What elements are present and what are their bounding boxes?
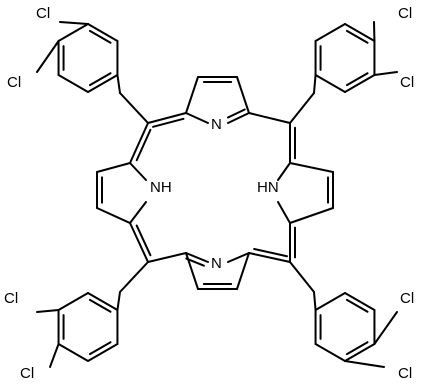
bond-chlorine-bottom-left bbox=[36, 309, 60, 313]
chlorine-bottom-right-meta: Cl bbox=[400, 290, 414, 307]
bond-right-pyrrole bbox=[289, 162, 334, 173]
bond-layer bbox=[36, 21, 398, 368]
chlorine-bottom-left-meta: Cl bbox=[4, 290, 18, 307]
double-bond-top-pyrrole-n bbox=[226, 108, 246, 119]
bond-aryl-top-left bbox=[87, 23, 119, 42]
bond-top-pyrrole-n bbox=[227, 112, 250, 124]
double-bond-meso bbox=[135, 128, 152, 162]
bond-chlorine-top-left bbox=[36, 40, 60, 73]
bond-chlorine-bottom-right bbox=[373, 311, 398, 345]
double-bond-aryl-bottom-right bbox=[345, 298, 369, 313]
bond-meso bbox=[129, 122, 149, 164]
double-bond-aryl-bottom-right bbox=[345, 341, 369, 356]
bond-meso bbox=[129, 222, 149, 263]
bond-aryl-bottom-right bbox=[314, 343, 346, 362]
bond-aryl-attach-top-right bbox=[313, 74, 317, 94]
bond-meso bbox=[147, 252, 187, 263]
bond-aryl-attach-top-left bbox=[116, 74, 121, 94]
double-bond-meso bbox=[253, 248, 288, 258]
hn-right: HN bbox=[257, 179, 279, 196]
nh-left: NH bbox=[150, 179, 172, 196]
bond-right-pyrrole-n bbox=[277, 201, 291, 224]
bond-aryl-top-right bbox=[314, 74, 346, 93]
bond-aryl-bottom-right bbox=[344, 292, 376, 311]
chlorine-bottom-right-para: Cl bbox=[398, 365, 412, 382]
bond-left-pyrrole bbox=[96, 207, 131, 224]
bond-meso-aryl bbox=[119, 92, 149, 124]
bond-right-pyrrole-n bbox=[277, 162, 291, 181]
bond-bottom-pyrrole-n bbox=[185, 252, 209, 263]
bond-aryl-top-right bbox=[314, 23, 346, 42]
bond-left-pyrrole-n bbox=[129, 201, 147, 224]
bond-aryl-attach-bottom-left bbox=[116, 291, 121, 311]
bond-aryl-top-left bbox=[57, 74, 89, 93]
double-bond-aryl-top-right bbox=[345, 29, 369, 44]
bond-bottom-pyrrole bbox=[236, 252, 250, 290]
bond-meso-aryl bbox=[289, 261, 315, 293]
chlorine-bottom-left-para: Cl bbox=[20, 365, 34, 382]
bond-meso-aryl bbox=[119, 261, 149, 293]
chlorine-top-left-para: Cl bbox=[36, 5, 50, 22]
double-bond-aryl-top-left bbox=[88, 29, 112, 44]
bond-chlorine-bottom-left bbox=[49, 343, 60, 368]
bond-meso bbox=[147, 112, 187, 124]
double-bond-aryl-top-left bbox=[88, 72, 112, 87]
nitrogen-top: N bbox=[211, 116, 222, 133]
double-bond-meso bbox=[135, 224, 152, 257]
chlorine-top-right-para: Cl bbox=[398, 5, 412, 22]
bond-aryl-bottom-left bbox=[57, 292, 89, 311]
bond-left-pyrrole-n bbox=[129, 162, 147, 181]
chlorine-top-right-meta: Cl bbox=[400, 74, 414, 91]
bond-meso bbox=[248, 252, 291, 263]
nitrogen-bottom: N bbox=[211, 255, 222, 272]
double-bond-aryl-bottom-left bbox=[88, 298, 112, 313]
bond-aryl-bottom-right bbox=[344, 343, 376, 362]
double-bond-aryl-top-right bbox=[345, 72, 369, 87]
bond-aryl-attach-bottom-right bbox=[313, 291, 317, 311]
bond-chlorine-bottom-right bbox=[344, 360, 385, 368]
label-layer: N N NH HN Cl Cl Cl Cl Cl Cl Cl Cl bbox=[4, 5, 414, 382]
bond-top-pyrrole-n bbox=[185, 112, 209, 124]
bond-right-pyrrole bbox=[289, 207, 334, 224]
bond-top-pyrrole bbox=[185, 76, 199, 114]
bond-aryl-top-left bbox=[87, 74, 119, 93]
bond-aryl-top-left bbox=[57, 23, 89, 42]
bond-aryl-bottom-left bbox=[87, 292, 119, 311]
bond-aryl-bottom-right bbox=[314, 292, 346, 311]
bond-top-pyrrole bbox=[236, 76, 250, 114]
bond-bottom-pyrrole-n bbox=[227, 252, 250, 263]
bond-aryl-top-right bbox=[344, 74, 376, 93]
bond-aryl-top-right bbox=[344, 23, 376, 42]
double-bond-aryl-bottom-left bbox=[88, 341, 112, 356]
bond-chlorine-top-left bbox=[59, 21, 89, 25]
bond-meso-aryl bbox=[289, 92, 315, 124]
bond-chlorine-top-right bbox=[373, 71, 398, 76]
chlorine-top-left-meta: Cl bbox=[7, 74, 21, 91]
bond-aryl-bottom-left bbox=[57, 343, 89, 362]
double-bond-meso bbox=[152, 117, 185, 128]
bond-meso bbox=[248, 112, 291, 124]
bond-aryl-bottom-left bbox=[87, 343, 119, 362]
double-bond-bottom-pyrrole-n bbox=[185, 257, 205, 267]
bond-left-pyrrole bbox=[96, 162, 131, 173]
